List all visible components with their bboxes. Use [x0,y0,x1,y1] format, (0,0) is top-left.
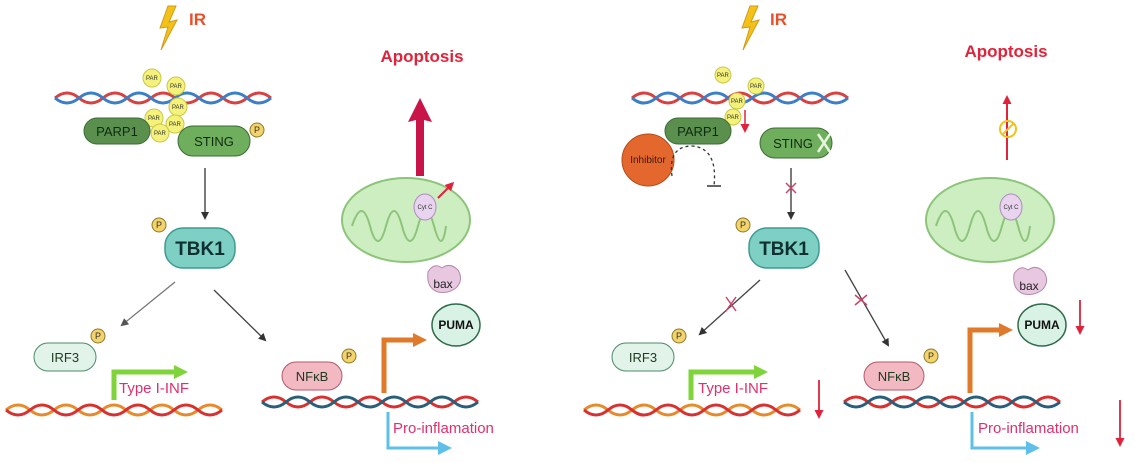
parp1-label-right: PARP1 [677,124,719,139]
pro-inflamation-label-right: Pro-inflamation [978,420,1079,437]
lightning-icon-right [741,5,760,51]
svg-text:PAR: PAR [169,122,182,128]
parp1-node [83,117,151,145]
puma-transcription-arrow-right [967,323,1013,393]
svg-text:PAR: PAR [731,99,744,105]
nfkb-node-right [863,361,925,391]
tbk1-node [164,227,236,269]
puma-node-right [1017,303,1067,347]
svg-text:PAR: PAR [750,84,763,90]
mitochondrion [341,177,471,263]
cyt-c-node [413,193,437,221]
cyt-c-node-right [999,193,1023,221]
irf3-label-right: IRF3 [629,350,657,365]
sting-tbk1-blocked-icon [785,182,797,194]
svg-text:P: P [95,331,101,341]
tbk1-phospho-badge [151,217,167,233]
tbk1-phospho-badge-right [735,217,751,233]
type-i-inf-transcription-arrow [111,365,188,400]
nfkb-node [281,361,343,391]
pro-inflamation-arrow [386,412,452,455]
bax-label: bax [433,277,452,291]
svg-text:P: P [346,351,352,361]
puma-label: PUMA [438,318,474,332]
apoptosis-label: Apoptosis [380,47,463,66]
right-panel: IR PAR PAR PAR PAR PARP1 Inhibitor STING [583,5,1125,455]
par-cluster-right: PAR PAR PAR PAR [714,66,765,126]
svg-text:P: P [156,220,162,230]
pro-inflamation-arrow-right [970,412,1040,455]
irf3-node [33,342,97,372]
tbk1-node-right [748,227,820,269]
dna-helix-top [54,91,272,105]
left-panel: IR PAR PAR PAR PAR PAR PAR PARP1 STING [5,5,494,455]
ir-label-right: IR [770,10,787,29]
tbk1-to-irf3-arrow-right [698,279,761,336]
dna-helix-bottom-left [5,403,223,417]
inhibition-dashed-arc [670,145,716,187]
irf3-phospho-badge [90,328,106,344]
nfkb-phospho-badge-right [923,348,939,364]
cyt-c-release-arrow [437,181,455,199]
sting-node [177,125,251,157]
svg-text:PAR: PAR [727,115,740,121]
parp1-node-right [664,117,732,145]
sting-label-right: STING [773,136,813,151]
irf3-label: IRF3 [51,350,79,365]
svg-text:PAR: PAR [154,131,167,137]
tbk1-to-nfkb-arrow [213,289,267,342]
nfkb-phospho-badge [341,348,357,364]
pro-inflamation-label: Pro-inflamation [393,420,494,437]
tbk1-nfkb-blocked-icon [854,294,868,306]
svg-text:PAR: PAR [146,76,159,82]
par-cluster: PAR PAR PAR PAR PAR PAR [142,68,188,143]
svg-text:PAR: PAR [170,84,183,90]
sting-blocked-cross-icon [816,133,832,153]
apoptosis-label-right: Apoptosis [964,42,1047,61]
type-i-inf-label-right: Type I-INF [698,380,768,397]
puma-label-right: PUMA [1024,318,1060,332]
tbk1-label: TBK1 [175,239,225,260]
bax-node-right [1013,266,1048,295]
tbk1-label-right: TBK1 [759,239,809,260]
tbk1-to-nfkb-arrow-right [844,269,889,347]
inhibitor-label: Inhibitor [630,155,666,166]
cyt-c-label-right: Cyt C [1004,205,1020,211]
sting-node-right [759,127,833,159]
type-i-inf-transcription-arrow-right [688,365,768,400]
parp1-label: PARP1 [96,124,138,139]
irf3-phospho-badge-right [671,328,687,344]
nfkb-label-right: NFκB [878,369,911,384]
svg-text:P: P [676,331,682,341]
cyt-c-label: Cyt C [418,205,434,211]
svg-text:P: P [740,220,746,230]
svg-text:PAR: PAR [717,73,730,79]
type-i-inf-label: Type I-INF [119,380,189,397]
puma-node [431,303,481,347]
sting-label: STING [194,134,234,149]
ir-label: IR [189,10,206,29]
svg-text:P: P [928,351,934,361]
nfkb-label: NFκB [296,369,329,384]
mitochondrion-right [925,177,1055,263]
tbk1-to-irf3-arrow [120,281,176,327]
bax-label-right: bax [1019,279,1038,293]
dna-helix-bottom-middle-right [843,395,1061,409]
dna-helix-bottom-left-right [583,403,801,417]
bax-node [427,264,462,293]
irf3-node-right [611,342,675,372]
svg-text:P: P [254,125,260,135]
svg-text:PAR: PAR [172,105,185,111]
sting-phospho-badge [249,122,265,138]
dna-helix-bottom-middle [261,395,479,409]
apoptosis-up-arrow [408,98,432,176]
tbk1-irf3-blocked-icon [725,296,737,312]
lightning-icon [159,5,178,51]
svg-text:PAR: PAR [148,116,161,122]
puma-transcription-arrow [381,333,427,393]
apoptosis-blocked-icon [999,120,1017,138]
inhibitor-node [621,133,675,187]
